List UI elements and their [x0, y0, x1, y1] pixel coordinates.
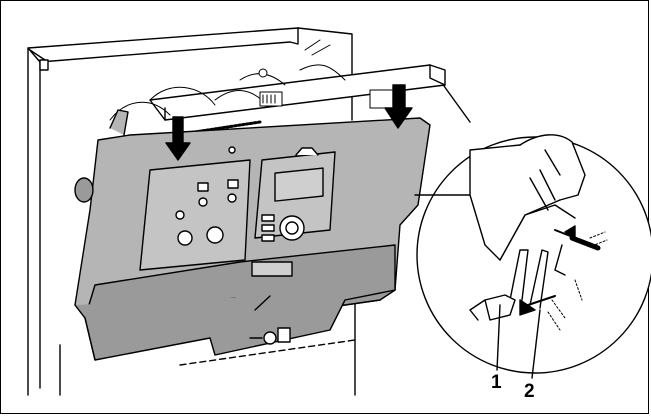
- detail-magnifier: [414, 134, 651, 379]
- mounting-clip: [249, 327, 291, 345]
- callout-label-2: 2: [524, 381, 535, 402]
- detail-leader-line: [443, 85, 471, 123]
- top-cover-bar: [149, 64, 446, 121]
- control-panel: [74, 109, 431, 361]
- push-arrows: [165, 84, 413, 161]
- callout-label-1: 1: [491, 372, 502, 393]
